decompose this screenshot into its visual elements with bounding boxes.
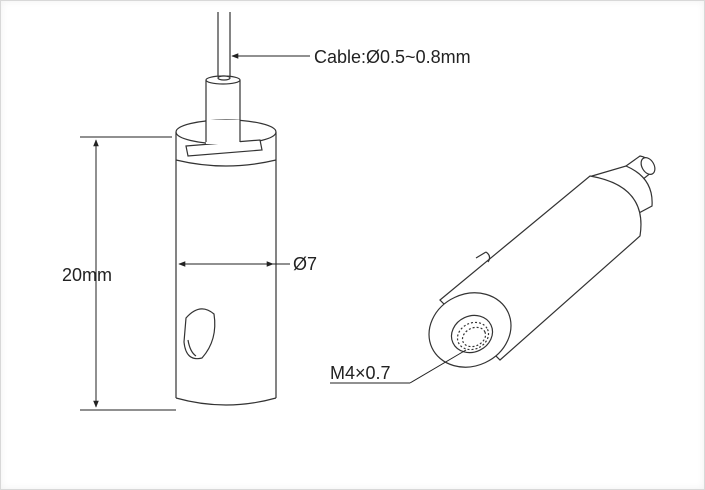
- threaded-hole: [450, 314, 494, 354]
- body-bottom: [175, 397, 277, 406]
- perspective-view: [428, 155, 656, 368]
- side-view: [175, 12, 277, 406]
- cable-label: Cable:Ø0.5~0.8mm: [314, 47, 471, 67]
- height-label: 20mm: [62, 265, 112, 285]
- side-hole: [183, 308, 216, 360]
- height-dimension: [80, 136, 176, 411]
- thread-label: M4×0.7: [330, 363, 391, 383]
- body-sides: [175, 160, 277, 398]
- diameter-label: Ø7: [293, 254, 317, 274]
- thread-leader: [330, 349, 467, 384]
